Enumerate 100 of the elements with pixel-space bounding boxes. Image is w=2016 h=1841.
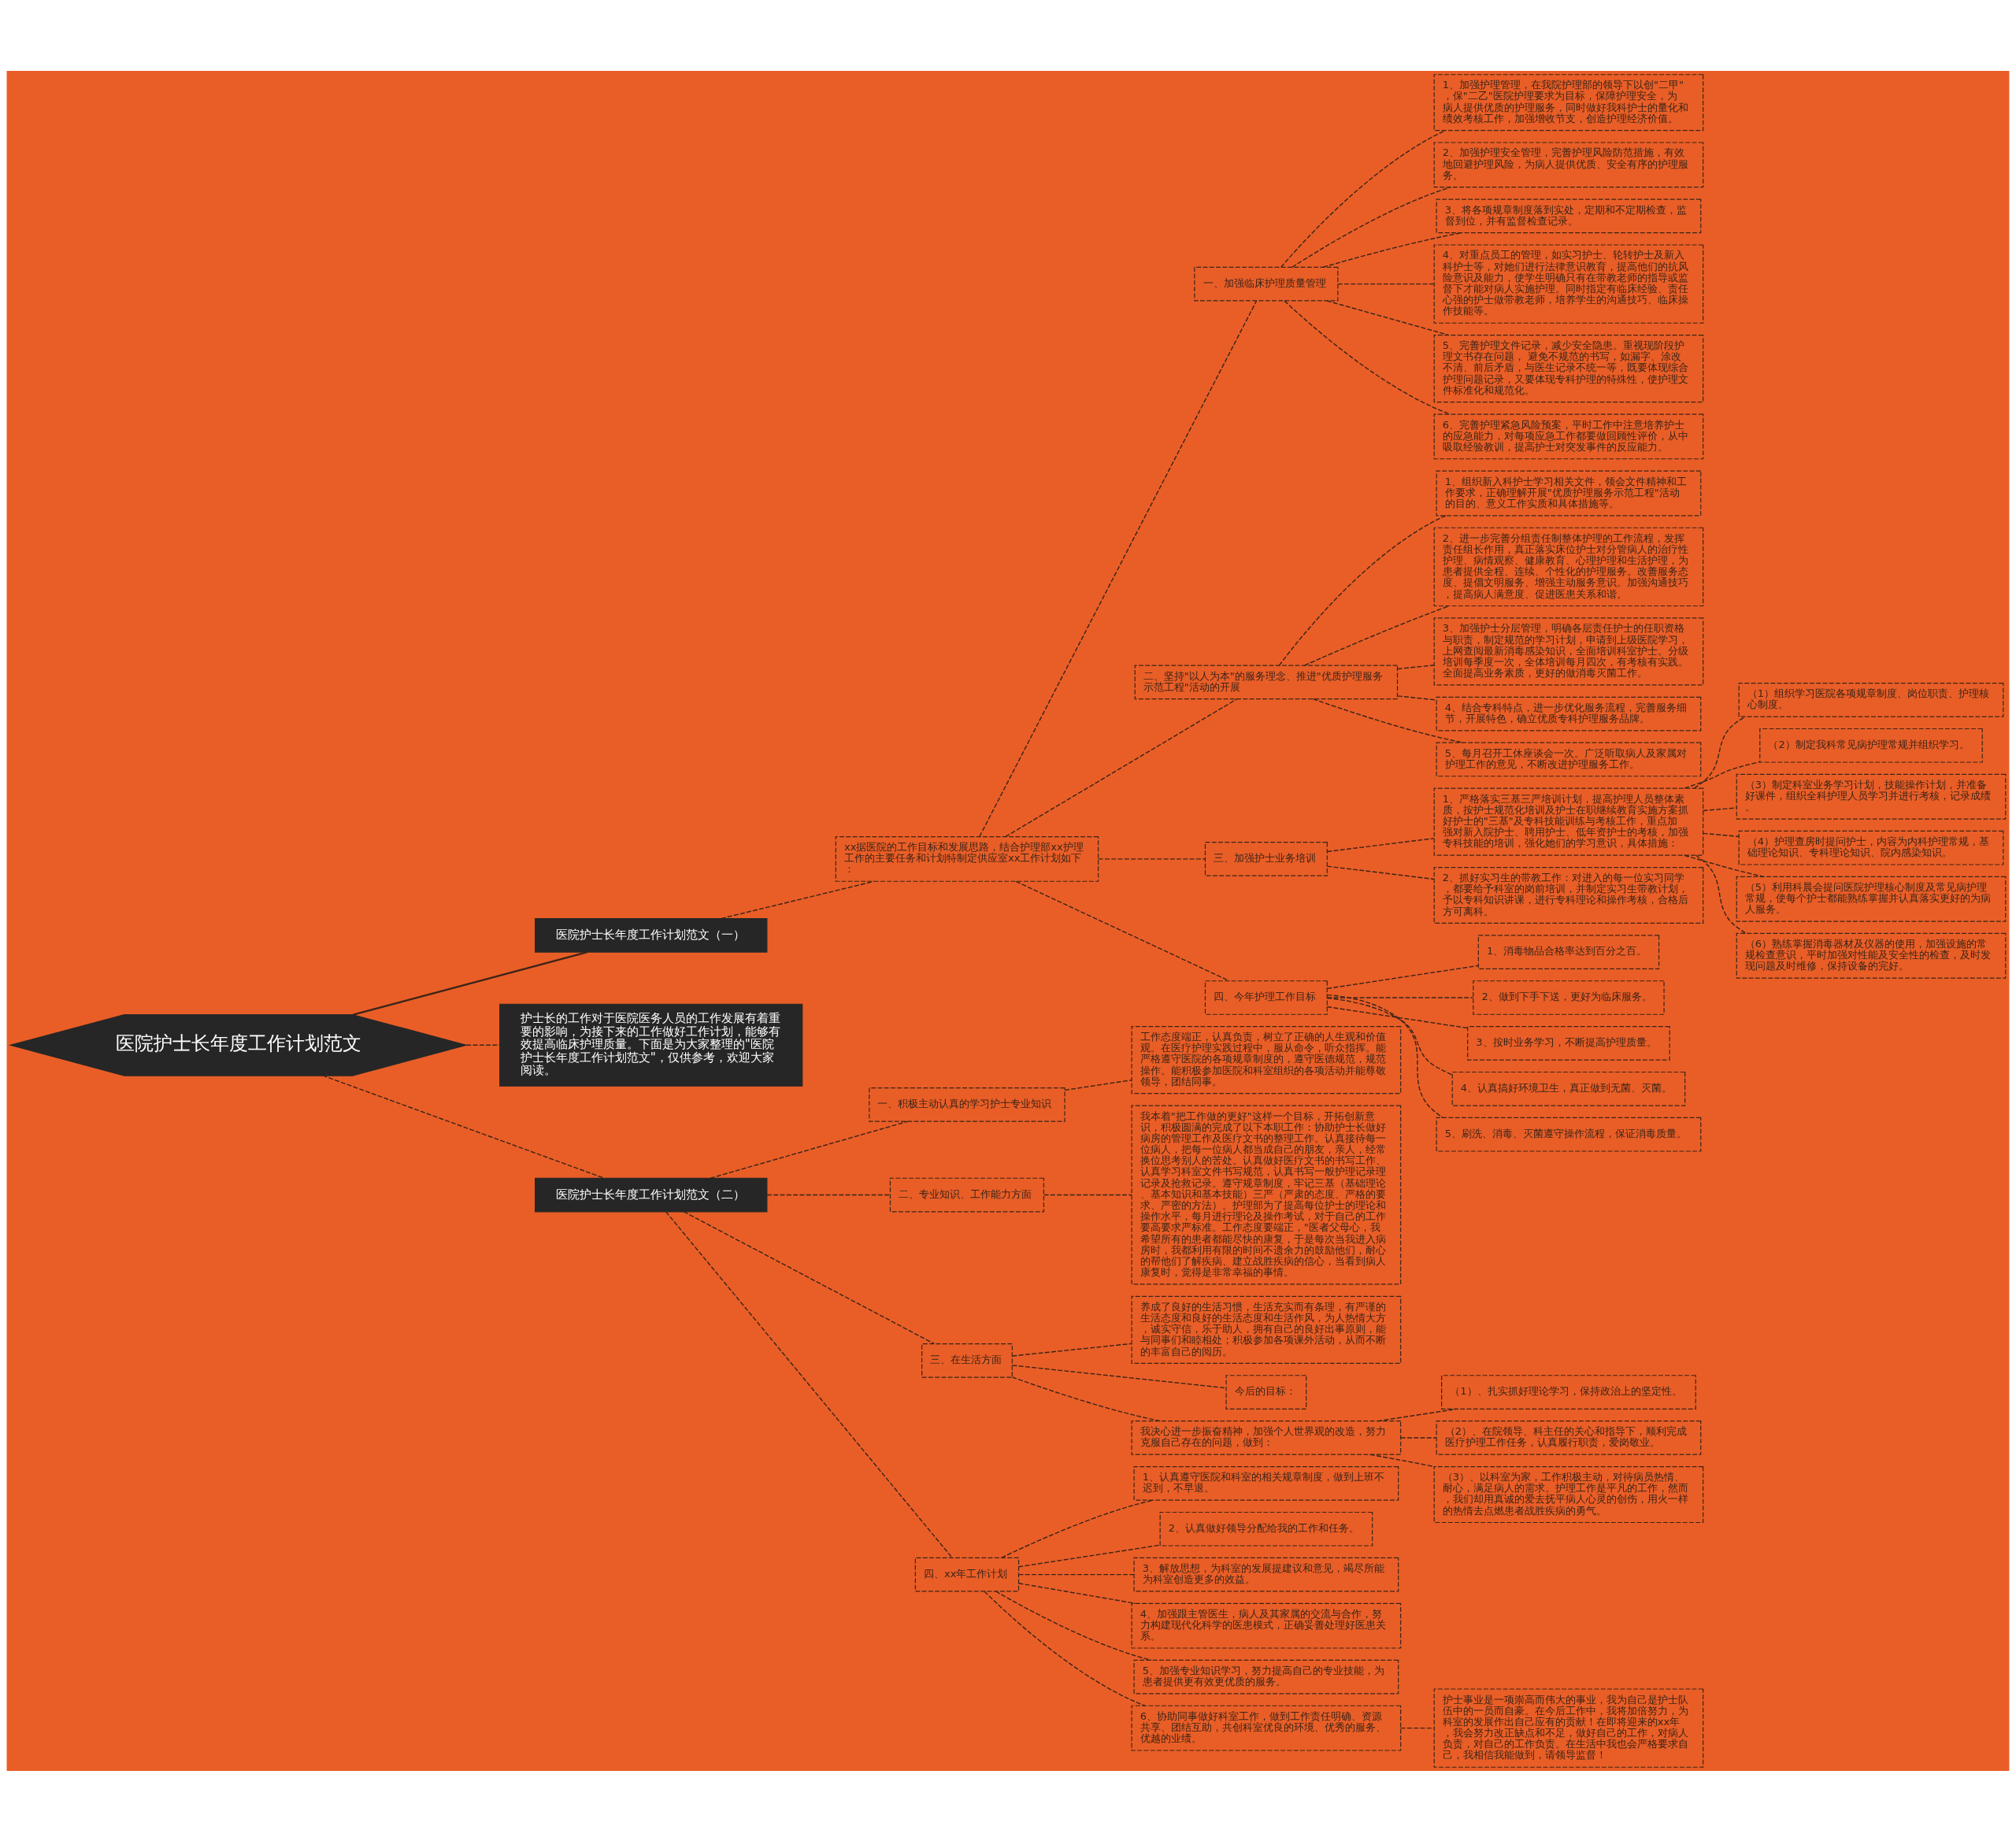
node-box: （1）组织学习医院各项规章制度、岗位职责、护理核心制度。: [1738, 682, 2004, 717]
node-box: （2）、在院领导、科主任的关心和指导下，顺利完成医疗护理工作任务，认真履行职责，爱岗敬业。: [1436, 1420, 1702, 1455]
node-box: 一、加强临床护理质量管理: [1194, 266, 1339, 301]
connector: [1326, 965, 1479, 989]
node-box: 医院护士长年度工作计划范文（一）: [535, 917, 768, 953]
connector: [1326, 997, 1453, 1076]
node-box: 3、按时业务学习，不断提高护理质量。: [1467, 1025, 1670, 1061]
node-box: 二、专业知识、工作能力方面: [889, 1177, 1045, 1212]
node-box: 4、加强跟主管医生，病人及其家属的交流与合作，努力构建现代化科学的医患模式，正确妥善处理好医患关系。: [1131, 1602, 1402, 1649]
connector: [322, 1074, 605, 1179]
connector: [1326, 837, 1435, 852]
connector: [683, 1210, 935, 1344]
node-box: 2、抓好实习生的带教工作：对进入的每一位实习同学，都要给予科室的岗前培训，并制定实习生带教计划，予以专科知识讲课，进行专科理论和操作考核，合格后方可离科。: [1433, 866, 1704, 924]
connector: [1011, 1376, 1162, 1421]
connector: [1292, 186, 1451, 268]
node-box: 三、加强护士业务培训: [1204, 841, 1328, 876]
connector: [1397, 664, 1435, 669]
node-box: 护士长的工作对于医院医务人员的工作发展有着重要的影响，为接下来的工作做好工作计划，能够有效提高临床护理质量。下面是为大家整理的"医院护士长年度工作计划范文"，仅供参考，欢迎大家阅读。: [499, 1003, 803, 1087]
node-box: 二、坚持"以人为本"的服务理念、推进"优质护理服务示范工程"活动的开展: [1134, 665, 1399, 699]
connector: [1400, 1727, 1435, 1728]
connector: [1326, 1006, 1469, 1028]
connector: [1017, 1544, 1161, 1567]
connector: [1326, 996, 1474, 998]
connector: [1284, 299, 1451, 415]
connector: [1015, 880, 1230, 981]
node-box: 四、今年护理工作目标: [1204, 980, 1328, 1015]
node-box: 2、加强护理安全管理，完善护理风险防范措施，有效地回避护理风险，为病人提供优质、安全有序的护理服务。: [1433, 141, 1704, 187]
connector: [979, 299, 1258, 837]
connector: [1326, 299, 1450, 335]
connector: [665, 1210, 953, 1558]
node-box: 三、在生活方面: [921, 1343, 1013, 1378]
node-box: 1、严格落实三基三严培训计划，提高护理人员整体素质，按护士规范化培训及护士在职继续教育实施方案抓好护士的"三基"及专科技能训练与考核工作，重点加强对新入院护士、聘用护士、低年资护士的考核，加强专科技能的培训，强化她们的学习意识，具体措施：: [1433, 787, 1704, 856]
node-box: 1、消毒物品合格率达到百分之百。: [1477, 934, 1660, 969]
node-box: 工作态度端正，认真负责，树立了正确的人生观和价值观。在医疗护理实践过程中，服从命令，听众指挥。能严格遵守医院的各项规章制度的，遵守医德规范，规范操作。能积极参加医院和科室组织的各项活动并能尊敬领导，团结同事。: [1131, 1025, 1402, 1094]
node-box: 2、进一步完善分组责任制整体护理的工作流程，发挥责任组长作用，真正落实床位护士对分管病人的治疗性护理、病情观察、健康教育、心理护理和生活护理，为患者提供全程、连续、个性化的护理服务。改善服务态度、提倡文明服务、增强主动服务意识。加强沟通技巧，提高病人满意度、促进医患关系和谐。: [1433, 527, 1704, 606]
connector: [1322, 232, 1462, 268]
node-box: 4、认真搞好环境卫生，真正做到无菌、灭菌。: [1451, 1071, 1686, 1106]
node-box: （4）护理查房时提问护士，内容为内科护理常规，基础理论知识、专科理论知识、院内感染知识。: [1738, 830, 2004, 865]
node-box: 我决心进一步振奋精神，加强个人世界观的改造，努力克服自己存在的问题，做到：: [1131, 1420, 1402, 1455]
node-box: 4、对重点员工的管理，如实习护士、轮转护士及新入科护士等，对她们进行法律意识教育，提高他们的抗风险意识及能力，使学生明确只有在带教老师的指导或监督下才能对病人实施护理。同时指定有临床经验、责任心强的护士做带教老师，培养学生的沟通技巧、临床操作技能等。: [1433, 243, 1704, 324]
connector: [1303, 605, 1450, 666]
connector: [1703, 806, 1737, 811]
node-box: 1、组织新入科护士学习相关文件，领会文件精神和工作要求，正确理解开展"优质护理服务示范工程"活动的目的、意义工作实质和具体措施等。: [1436, 470, 1702, 516]
node-box: 5、刷洗、消毒、灭菌遵守操作流程，保证消毒质量。: [1436, 1117, 1702, 1152]
node-box: 四、xx年工作计划: [914, 1557, 1020, 1591]
connector: [1064, 1079, 1132, 1091]
connector: [1001, 1499, 1154, 1558]
connector: [1005, 698, 1238, 837]
node-box: 养成了良好的生活习惯，生活充实而有条理，有严谨的生活态度和良好的生活态度和生活作风，为人热情大方，诚实守信，乐于助人，拥有自己的良好出事原则，能与同事们和睦相处；积极参加各项课外活动，从而不断的丰富自己的阅历。: [1131, 1295, 1402, 1364]
node-box: xx据医院的工作目标和发展思路，结合护理部xx护理工作的主要任务和计划特制定供应室xx工作计划如下：: [835, 835, 1099, 882]
node-box: （6）熟练掌握消毒器材及仪器的使用，加强设施的常规检查意识，平时加强对性能及安全性的检查，及时发现问题及时维修，保持设备的完好。: [1736, 932, 2007, 979]
connector: [1098, 858, 1206, 860]
connector: [1703, 832, 1740, 837]
node-box: 1、加强护理管理，在我院护理部的领导下以创"二甲"，保"二乙"医院护理要求为目标，保障护理安全，为病人提供优质的护理服务，同时做好我科护士的量化和绩效考核工作，加强增收节支，创造护理经济价值。: [1433, 73, 1704, 131]
node-box: 3、加强护士分层管理，明确各层责任护士的任职资格与职责，制定规范的学习计划，申请到上级医院学习，上网查阅最新消毒感染知识，全面培训科室护士。分级培训每季度一次，全体培训每月四次，有考核有实践。全面提高业务素质，更好的做消毒灭菌工作。: [1433, 617, 1704, 685]
connector: [1043, 1194, 1132, 1195]
connector: [1397, 695, 1437, 701]
node-box: 1、认真遵守医院和科室的相关规章制度，做到上班不迟到，不早退。: [1133, 1465, 1399, 1501]
connector: [984, 1590, 1146, 1706]
connector: [710, 1120, 909, 1179]
connector: [1693, 716, 1746, 789]
connector: [1326, 994, 1444, 1118]
node-box: 3、将各项规章制度落到实处，定期和不定期检查，监督到位，并有监督检查记录。: [1436, 198, 1702, 233]
node-box: 一、积极主动认真的学习护士专业知识: [869, 1087, 1065, 1122]
node-box: 护士事业是一项崇高而伟大的事业，我为自己是护士队伍中的一员而自豪。在今后工作中，我将加倍努力，为科室的发展作出自己应有的贡献！在即将迎来的xx年，我会努力改正缺点和不足，做好自己的工作，对病人负责，对自己的工作负责。在生活中我也会严格要求自己，我相信我能做到，请领导监督！: [1433, 1687, 1704, 1768]
connector: [1684, 854, 1764, 877]
node-box: （3）、以科室为家，工作积极主动，对待病员热情、耐心，满足病人的需求。护理工作是平凡的工作，然而，我们却用真诚的爱去抚平病人心灵的创伤，用火一样的热情去点燃患者战胜疾病的勇气。: [1433, 1465, 1704, 1523]
connector: [995, 1590, 1152, 1661]
node-box: （5）利用科晨会提问医院护理核心制度及常见病护理常规，使每个护士都能熟练掌握并认真落实更好的为病人服务。: [1736, 876, 2007, 922]
connector: [1280, 129, 1447, 268]
node-box: （1）、扎实抓好理论学习，保持政治上的坚定性。: [1441, 1374, 1696, 1409]
connector: [1369, 1454, 1435, 1467]
connector: [1695, 854, 1747, 934]
node-box: 3、解放思想，为科室的发展提建议和意见，竭尽所能为科室创造更多的效益。: [1133, 1557, 1399, 1591]
connector: [1278, 514, 1447, 666]
connector: [1400, 1436, 1437, 1439]
node-box: （3）制定科室业务学习计划，技能操作计划，并准备好课件，组织全科护理人员学习并进行考核，记录成绩。: [1736, 773, 2007, 820]
connector: [1377, 1408, 1458, 1421]
connector: [1326, 865, 1435, 880]
node-box: 2、做到下手下送，更好为临床服务。: [1473, 980, 1665, 1015]
connector: [766, 1194, 891, 1195]
connector: [1011, 1343, 1132, 1357]
node-box: 6、完善护理紧急风险预案，平时工作中注意培养护士的应急能力，对每项应急工作都要做回顾性评价，从中吸取经验教训，提高护士对突发事件的反应能力。: [1433, 413, 1704, 459]
node-box: 我本着"把工作做的更好"这样一个目标，开拓创新意识，积极圆满的完成了以下本职工作：协助护士长做好病房的管理工作及医疗文书的整理工作。认真接待每一位病人，把每一位病人都当成自己的朋友，亲人，经常换位思考别人的苦处。认真做好医疗文书的书写工作、认真学习科室文件书写规范，认真书写一般护理记录理记录及抢救记录。遵守规章制度，牢记三基（基础理论、基本知识和基本技能）三严（严肃的态度、严格的要求、严密的方法）。护理部为了提高每位护士的理论和操作水平，每月进行理论及操作考试，对于自己的工作要高要求严标准。工作态度要端正，"医者父母心，我希望所有的患者都能尽快的康复，于是每次当我进入病房时，我都利用有限的时间不遗余力的鼓励他们，耐心的帮他们了解疾病、建立战胜疾病的信心，当看到病人康复时，觉得是非常幸福的事情。: [1131, 1105, 1402, 1285]
connector: [721, 880, 875, 919]
connector: [1337, 283, 1435, 284]
node-box: 6、协助同事做好科室工作，做到工作责任明确、资源共享、团结互助，共创科室优良的环境、优秀的服务、优越的业绩。: [1131, 1705, 1402, 1751]
node-box: 5、加强专业知识学习，努力提高自己的专业技能，为患者提供更有效更优质的服务。: [1133, 1659, 1399, 1694]
connector: [1017, 1582, 1136, 1604]
connector: [1312, 698, 1464, 743]
connector: [1017, 1573, 1135, 1575]
connector: [353, 950, 588, 1016]
connector: [1684, 761, 1761, 789]
node-box: 医院护士长年度工作计划范文（二）: [535, 1177, 768, 1212]
node-box: 5、每月召开工休座谈会一次。广泛听取病人及家属对护理工作的意见，不断改进护理服务工作。: [1436, 742, 1702, 776]
node-box: （2）制定我科常见病护理常规并组织学习。: [1759, 728, 1983, 763]
node-box: 4、结合专科特点，进一步优化服务流程，完善服务细节，开展特色，确立优质专科护理服务品牌。: [1436, 696, 1702, 731]
node-box: 2、认真做好领导分配给我的工作和任务。: [1159, 1511, 1373, 1547]
node-box: 5、完善护理文件记录，减少安全隐患。重视现阶段护理文书存在问题， 避免不规范的书写，如漏字、涂改不清、前后矛盾，与医生记录不统一等，既要体现综合护理问题记录，又要体现专科护理的特殊性，使护理文件标准化和规范化。: [1433, 334, 1704, 402]
connector: [1011, 1364, 1227, 1388]
